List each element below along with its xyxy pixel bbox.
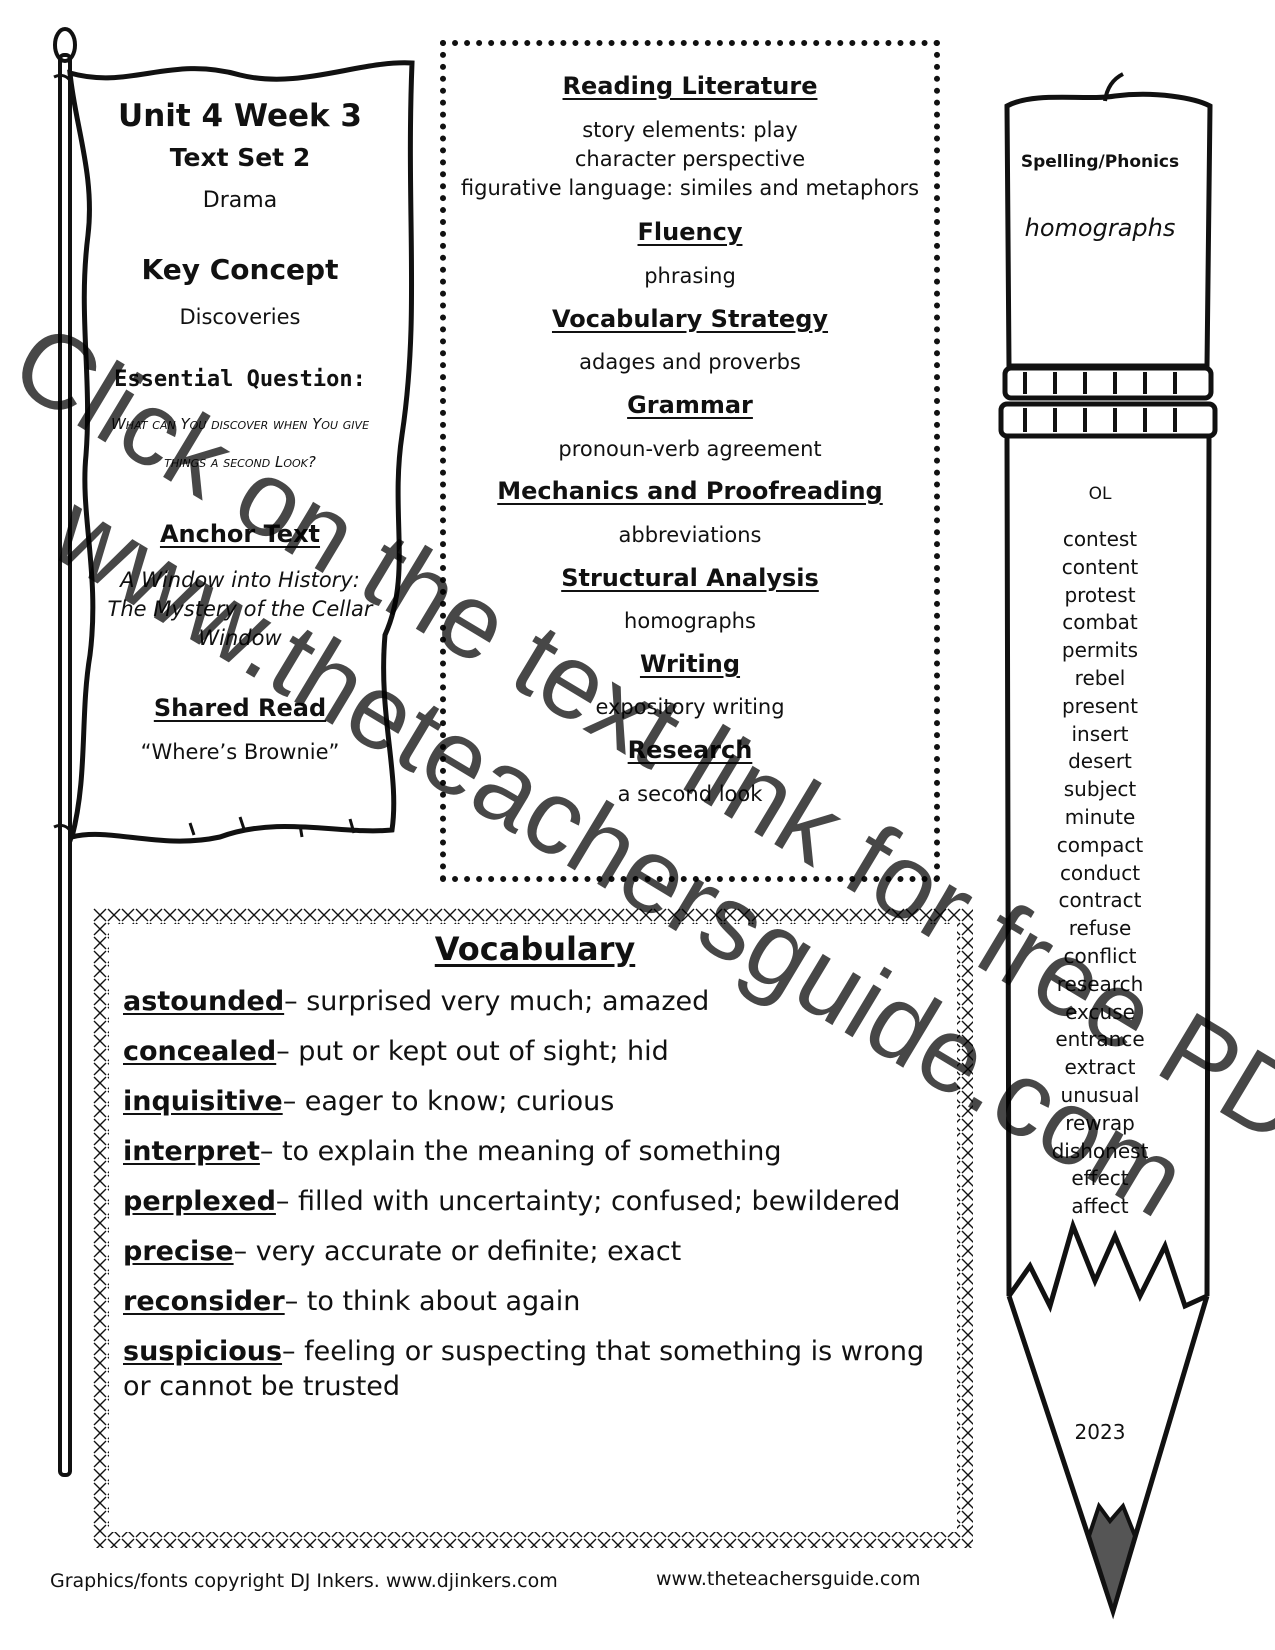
spelling-word: dishonest [1051, 1138, 1149, 1163]
key-concept-value: Discoveries [179, 305, 301, 329]
reading-literature-heading: Reading Literature [562, 72, 818, 100]
vocabulary-word: inquisitive [123, 1086, 283, 1117]
vocabulary-item: concealed– put or kept out of sight; hid [123, 1034, 953, 1069]
writing-heading: Writing [639, 650, 741, 678]
vocabulary-title: Vocabulary [434, 930, 636, 968]
vocabulary-definition: – eager to know; curious [282, 1086, 615, 1117]
vocabulary-definition: – put or kept out of sight; hid [276, 1036, 669, 1067]
vocabulary-word: astounded [123, 986, 285, 1017]
vocabulary-frame [93, 908, 973, 1548]
reading-literature-item: story elements: play [582, 118, 798, 142]
mechanics-heading: Mechanics and Proofreading [497, 477, 883, 505]
research-value: a second look [617, 782, 763, 806]
vocabulary-item: perplexed– filled with uncertainty; conf… [123, 1184, 953, 1219]
vocabulary-word: suspicious [123, 1336, 283, 1367]
text-set-label: Text Set 2 [169, 143, 311, 172]
unit-week-title: Unit 4 Week 3 [118, 98, 362, 134]
spelling-word: content [1061, 554, 1139, 579]
skills-box [440, 40, 940, 882]
vocabulary-item: astounded– surprised very much; amazed [123, 984, 953, 1019]
spelling-word: minute [1064, 804, 1136, 829]
vocabulary-item: suspicious– feeling or suspecting that s… [123, 1334, 953, 1404]
anchor-text-title: A Window into History: The Mystery of th… [107, 568, 373, 650]
vocabulary-definition: – filled with uncertainty; confused; bew… [275, 1186, 901, 1217]
shared-read-title: “Where’s Brownie” [140, 740, 340, 764]
footer-copyright: Graphics/fonts copyright DJ Inkers. www.… [50, 1570, 558, 1592]
key-concept-heading: Key Concept [141, 253, 339, 286]
footer-website: www.theteachersguide.com [656, 1568, 921, 1590]
spelling-word: compact [1056, 832, 1144, 857]
vocabulary-word: concealed [123, 1036, 277, 1067]
essential-question-heading: Essential Question: [114, 367, 366, 392]
anchor-text-heading: Anchor Text [159, 520, 321, 548]
grammar-heading: Grammar [627, 391, 753, 419]
spelling-word: research [1056, 971, 1144, 996]
spelling-word: conflict [1063, 943, 1137, 968]
fluency-value: phrasing [644, 264, 736, 288]
spelling-phonics-heading: Spelling/Phonics [1020, 152, 1180, 172]
spelling-word: rewrap [1065, 1110, 1135, 1135]
spelling-phonics-focus: homographs [1024, 214, 1176, 242]
spelling-word: permits [1061, 638, 1139, 663]
research-heading: Research [627, 736, 753, 764]
banner-flag-graphic [53, 27, 415, 1477]
reading-literature-item: figurative language: similes and metapho… [460, 176, 920, 200]
vocabulary-word: reconsider [123, 1286, 285, 1317]
spelling-word: conduct [1059, 860, 1141, 885]
vocabulary-item: reconsider– to think about again [123, 1284, 953, 1319]
structural-analysis-value: homographs [624, 609, 756, 633]
vocabulary-item: interpret– to explain the meaning of som… [123, 1134, 953, 1169]
spelling-word: insert [1071, 721, 1129, 746]
writing-value: expository writing [595, 695, 785, 719]
shared-read-heading: Shared Read [153, 694, 327, 722]
spelling-word: excuse [1065, 999, 1135, 1024]
vocabulary-strategy-value: adages and proverbs [579, 350, 801, 374]
pencil-graphic [998, 72, 1218, 1620]
vocabulary-definition: – feeling or suspecting that something i… [123, 1336, 925, 1402]
spelling-word: combat [1062, 610, 1138, 635]
spelling-level-label: OL [1088, 484, 1112, 504]
vocabulary-word: precise [123, 1236, 234, 1267]
spelling-word: protest [1064, 582, 1136, 607]
grammar-value: pronoun-verb agreement [558, 437, 822, 461]
spelling-word: extract [1064, 1055, 1136, 1080]
spelling-word: rebel [1074, 665, 1126, 690]
spelling-word: desert [1068, 749, 1132, 774]
spelling-word: contract [1058, 888, 1142, 913]
fluency-heading: Fluency [637, 218, 743, 246]
vocabulary-word: perplexed [123, 1186, 276, 1217]
spelling-word: affect [1071, 1194, 1129, 1219]
spelling-word: contest [1062, 527, 1138, 551]
vocabulary-definition: – surprised very much; amazed [284, 986, 710, 1017]
year-label: 2023 [1074, 1420, 1126, 1444]
reading-literature-item: character perspective [574, 147, 806, 171]
vocabulary-item: inquisitive– eager to know; curious [123, 1084, 953, 1119]
vocabulary-strategy-heading: Vocabulary Strategy [551, 305, 829, 333]
spelling-word: subject [1063, 777, 1137, 802]
vocabulary-word: interpret [123, 1136, 260, 1167]
structural-analysis-heading: Structural Analysis [561, 564, 819, 592]
genre-label: Drama [202, 188, 278, 213]
spelling-word: refuse [1068, 916, 1132, 941]
spelling-word: present [1061, 693, 1139, 718]
spelling-word: entrance [1055, 1027, 1145, 1052]
spelling-word: effect [1071, 1166, 1129, 1191]
vocabulary-item: precise– very accurate or definite; exac… [123, 1234, 953, 1269]
vocabulary-definition: – to think about again [284, 1286, 581, 1317]
mechanics-value: abbreviations [618, 523, 762, 547]
vocabulary-definition: – very accurate or definite; exact [233, 1236, 682, 1267]
essential-question-text: What can You discover when You give thin… [110, 415, 370, 471]
vocabulary-definition: – to explain the meaning of something [259, 1136, 782, 1167]
spelling-word: unusual [1060, 1082, 1140, 1107]
